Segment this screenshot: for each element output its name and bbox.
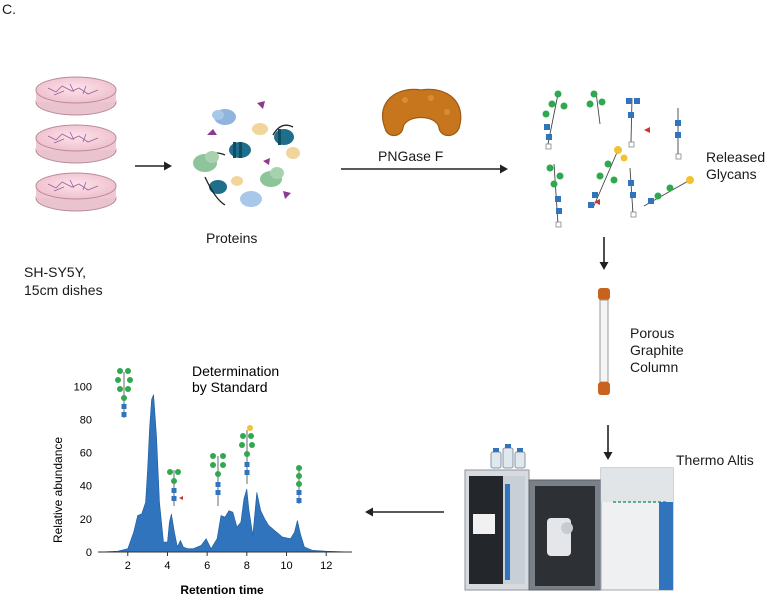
graphite-column-icon (598, 288, 610, 395)
chart-title-line1: Determination (192, 363, 279, 379)
y-tick-label: 100 (74, 381, 92, 393)
pngase-f-enzyme-icon (382, 88, 462, 137)
y-tick-label: 20 (80, 514, 92, 526)
arrow-to-glycans (341, 164, 508, 174)
y-tick-label: 80 (80, 414, 92, 426)
chart-ylabel: Relative abundance (51, 437, 65, 543)
panel-label: C. (2, 1, 16, 17)
x-tick-label: 8 (244, 560, 250, 572)
chart-xlabel: Retention time (180, 583, 264, 596)
released-glycans-icon (542, 90, 694, 228)
x-tick-label: 2 (125, 560, 131, 572)
x-tick-label: 4 (164, 560, 170, 572)
petri-dishes-icon (35, 76, 117, 212)
arrow-to-proteins (135, 161, 172, 171)
mass-spectrometer-icon (464, 444, 674, 591)
chromatogram-chart: Determination by Standard Relative abund… (51, 363, 353, 596)
chromatogram-trace (97, 394, 353, 553)
arrow-to-instrument (603, 425, 613, 460)
chart-title-line2: by Standard (192, 379, 268, 395)
glycans-label-line2: Glycans (706, 166, 757, 182)
y-tick-label: 0 (86, 547, 92, 559)
x-tick-label: 12 (320, 560, 332, 572)
cells-label-line2: 15cm dishes (24, 282, 103, 298)
enzyme-label: PNGase F (378, 148, 444, 164)
peak-glycan-icons (115, 368, 302, 506)
y-tick-label: 40 (80, 481, 92, 493)
proteins-label: Proteins (206, 230, 258, 246)
proteins-icon (193, 101, 300, 207)
arrow-to-chart (365, 507, 444, 517)
column-label-line1: Porous (630, 325, 675, 341)
y-tick-label: 60 (80, 448, 92, 460)
column-label-line3: Column (630, 359, 679, 375)
arrow-to-column (599, 237, 609, 270)
x-tick-label: 6 (204, 560, 210, 572)
column-label-line2: Graphite (630, 342, 684, 358)
instrument-label: Thermo Altis (676, 452, 754, 468)
glycans-label-line1: Released (706, 149, 766, 165)
x-tick-label: 10 (280, 560, 292, 572)
cells-label-line1: SH-SY5Y, (24, 264, 86, 280)
